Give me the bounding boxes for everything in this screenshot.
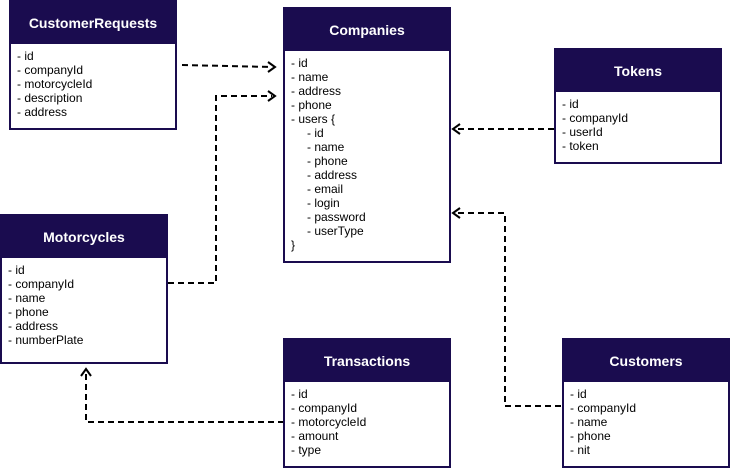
field-item: - motorcycleId — [291, 415, 367, 429]
field-item: - motorcycleId — [17, 77, 93, 91]
field-list: - id - companyId - name - phone - addres… — [2, 258, 166, 352]
field-item: - id — [17, 49, 34, 63]
nested-field-item: - password — [307, 210, 366, 224]
arrowhead-customerrequests — [267, 61, 277, 73]
field-item: - name — [8, 291, 46, 305]
field-item: - amount — [291, 429, 339, 443]
entity-title: Customers — [564, 340, 728, 382]
edge-transactions-to-motorcycles — [85, 372, 284, 423]
entity-title: Tokens — [556, 50, 720, 92]
entity-motorcycles[interactable]: Motorcycles - id - companyId - name - ph… — [0, 214, 168, 364]
field-item: - phone — [570, 429, 611, 443]
field-item: - id — [291, 387, 308, 401]
field-item: - id — [291, 56, 308, 70]
nested-field-item: - userType — [307, 224, 364, 238]
entity-customers[interactable]: Customers - id - companyId - name - phon… — [562, 338, 730, 468]
arrowhead-motorcycles — [267, 90, 277, 102]
nested-field-item: - address — [307, 168, 358, 182]
field-list: - id - companyId - name - phone - nit — [564, 382, 728, 462]
nested-field-item: - login — [307, 196, 340, 210]
nested-field-item: - id — [307, 126, 324, 140]
entity-title: Motorcycles — [2, 216, 166, 258]
field-item: - companyId — [8, 277, 75, 291]
arrowhead-customers — [451, 207, 461, 219]
nested-field-item: - email — [307, 182, 344, 196]
entity-companies[interactable]: Companies - id - name - address - phone … — [283, 7, 451, 263]
field-list: - id - name - address - phone - users { … — [285, 51, 449, 257]
field-list: - id - companyId - motorcycleId - descri… — [11, 44, 175, 124]
field-item: - phone — [291, 98, 332, 112]
field-item: - userId — [562, 125, 603, 139]
field-item: - name — [291, 70, 329, 84]
field-item: - companyId — [291, 401, 358, 415]
arrowhead-tokens — [451, 123, 461, 135]
entity-title: CustomerRequests — [11, 2, 175, 44]
field-item: - companyId — [17, 63, 84, 77]
field-item: - type — [291, 443, 322, 457]
field-item: - id — [8, 263, 25, 277]
field-item: - companyId — [570, 401, 637, 415]
field-item: - address — [291, 84, 342, 98]
nested-field-item: - phone — [307, 154, 348, 168]
field-item: - id — [562, 97, 579, 111]
field-item: - users { — [291, 112, 336, 126]
field-item: - description — [17, 91, 83, 105]
edge-motorcycles-to-companies — [168, 95, 272, 284]
field-item: - phone — [8, 305, 49, 319]
field-item: - address — [8, 319, 59, 333]
entity-customer-requests[interactable]: CustomerRequests - id - companyId - moto… — [9, 0, 177, 130]
entity-transactions[interactable]: Transactions - id - companyId - motorcyc… — [283, 338, 451, 468]
edge-customers-to-companies — [456, 212, 561, 407]
arrowhead-transactions — [80, 367, 92, 377]
field-list: - id - companyId - motorcycleId - amount… — [285, 382, 449, 462]
field-item: - numberPlate — [8, 333, 84, 347]
entity-title: Transactions — [285, 340, 449, 382]
field-item: - id — [570, 387, 587, 401]
field-item: - nit — [570, 443, 591, 457]
field-item: - address — [17, 105, 68, 119]
edge-customerrequests-to-companies — [181, 64, 273, 68]
field-item: - companyId — [562, 111, 629, 125]
entity-tokens[interactable]: Tokens - id - companyId - userId - token — [554, 48, 722, 164]
field-item: - token — [562, 139, 599, 153]
nested-field-item: - name — [307, 140, 345, 154]
field-item: - name — [570, 415, 608, 429]
entity-title: Companies — [285, 9, 449, 51]
closing-brace: } — [291, 238, 296, 252]
field-list: - id - companyId - userId - token — [556, 92, 720, 158]
